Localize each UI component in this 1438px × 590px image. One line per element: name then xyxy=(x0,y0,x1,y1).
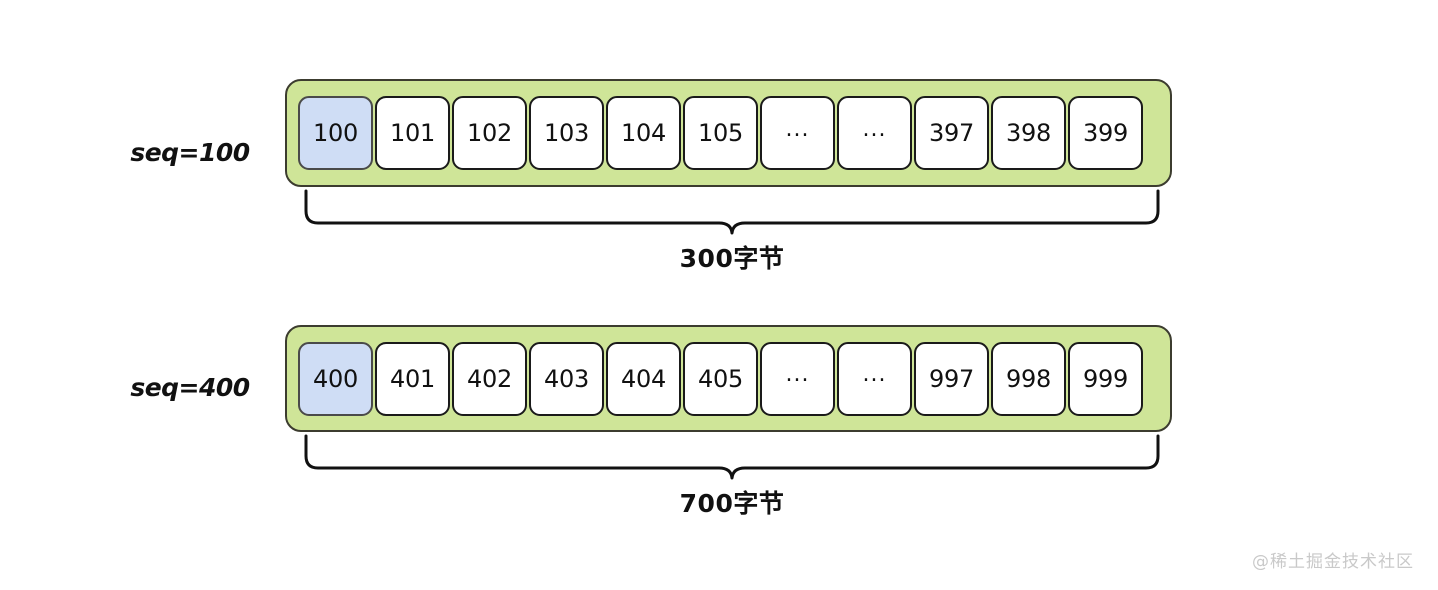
measure-label-row-1: 300字节 xyxy=(679,244,785,273)
byte-cell: 997 xyxy=(914,341,989,416)
byte-cell: 397 xyxy=(914,96,989,170)
window-container-row-2: 400 401 402 403 404 405 ... ... 997 998 … xyxy=(285,325,1172,432)
byte-cell: 400 xyxy=(298,341,373,416)
byte-cell: 405 xyxy=(683,341,758,416)
byte-cell: 103 xyxy=(529,96,604,170)
byte-cell: 402 xyxy=(452,341,527,416)
byte-cell: 401 xyxy=(375,341,450,416)
byte-cell: 101 xyxy=(375,96,450,170)
byte-cell-list-row-1: 100 101 102 103 104 105 ... ... 397 398 … xyxy=(298,96,1143,170)
measure-group-row-1: 300字节 xyxy=(303,189,1161,275)
byte-cell: 100 xyxy=(298,96,373,170)
byte-cell: 998 xyxy=(991,341,1066,416)
byte-cell: 105 xyxy=(683,96,758,170)
curly-brace-icon xyxy=(304,189,1160,235)
byte-cell: 398 xyxy=(991,96,1066,170)
byte-cell-ellipsis: ... xyxy=(837,341,912,416)
byte-cell-ellipsis: ... xyxy=(837,96,912,170)
watermark: @稀土掘金技术社区 xyxy=(1252,552,1414,572)
byte-cell: 404 xyxy=(606,341,681,416)
seq-label-row-2: seq=400 xyxy=(130,373,250,402)
byte-cell-list-row-2: 400 401 402 403 404 405 ... ... 997 998 … xyxy=(298,341,1143,416)
byte-cell: 104 xyxy=(606,96,681,170)
byte-cell-ellipsis: ... xyxy=(760,96,835,170)
byte-cell: 102 xyxy=(452,96,527,170)
byte-cell: 999 xyxy=(1068,341,1143,416)
curly-brace-icon xyxy=(304,434,1160,480)
byte-cell: 403 xyxy=(529,341,604,416)
seq-label-row-1: seq=100 xyxy=(130,138,250,167)
byte-cell: 399 xyxy=(1068,96,1143,170)
measure-label-row-2: 700字节 xyxy=(679,489,785,518)
byte-cell-ellipsis: ... xyxy=(760,341,835,416)
window-container-row-1: 100 101 102 103 104 105 ... ... 397 398 … xyxy=(285,79,1172,187)
measure-group-row-2: 700字节 xyxy=(303,434,1161,520)
